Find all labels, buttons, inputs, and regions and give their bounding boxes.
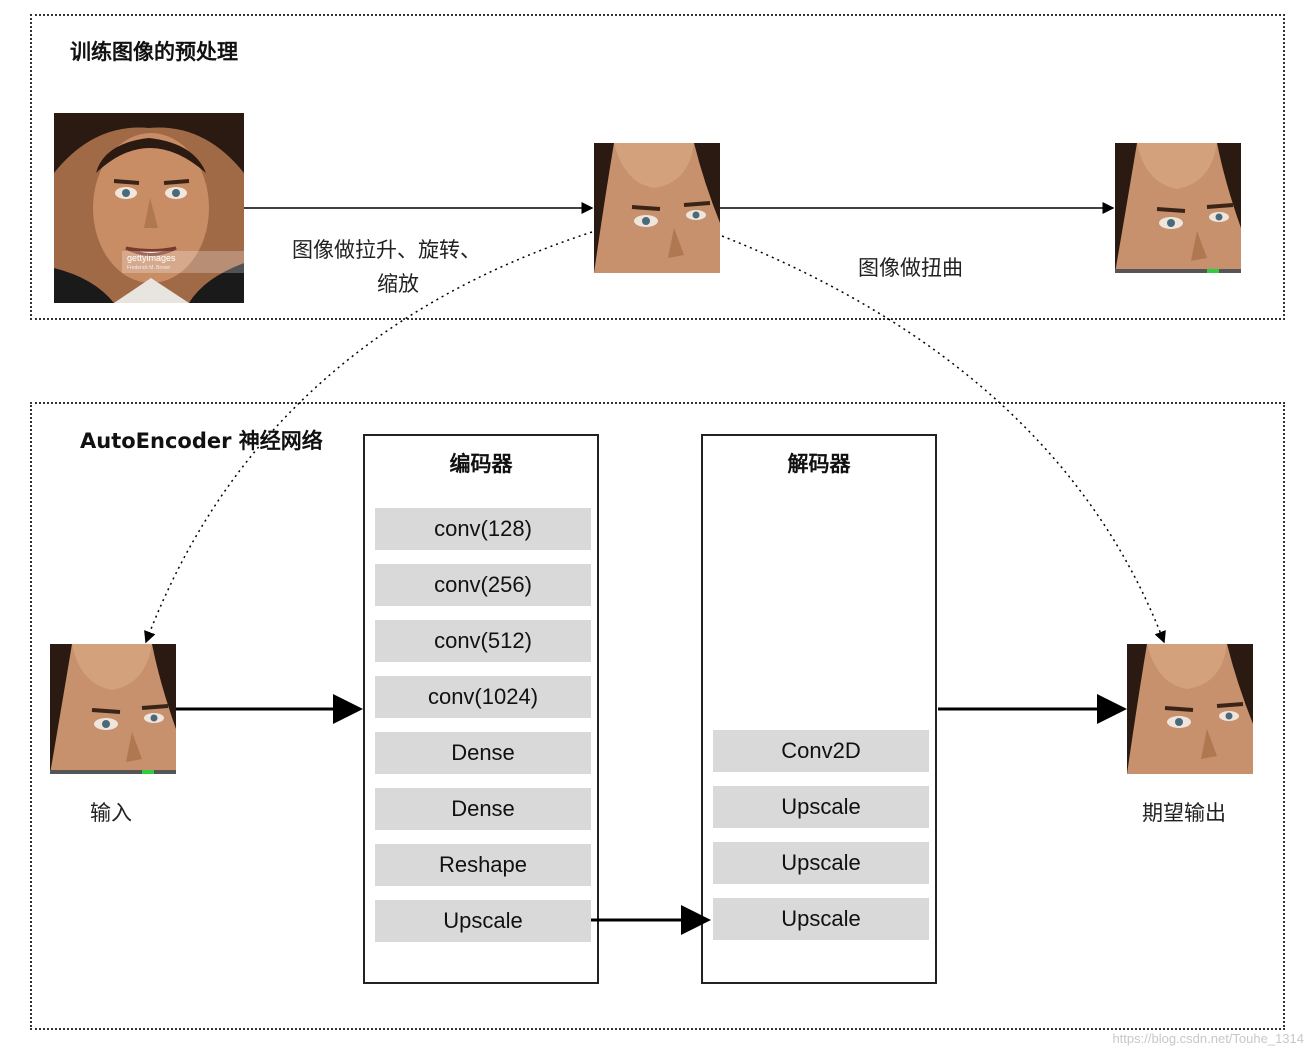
input-face-photo — [50, 644, 176, 774]
distorted-face-photo — [1115, 143, 1241, 273]
expected-output-face-photo — [1127, 644, 1253, 774]
getty-brand: gettyimages — [127, 253, 176, 263]
expected-output-label: 期望输出 — [1142, 801, 1226, 825]
step2-label: 图像做扭曲 — [858, 256, 963, 280]
encoder-layer: Upscale — [375, 900, 591, 942]
decoder-layer: Upscale — [713, 898, 929, 940]
encoder-box: 编码器 conv(128) conv(256) conv(512) conv(1… — [363, 434, 599, 984]
step1-label-line2: 缩放 — [377, 272, 419, 296]
decoder-box: 解码器 Conv2D Upscale Upscale Upscale — [701, 434, 937, 984]
encoder-layer: conv(1024) — [375, 676, 591, 718]
original-face-photo: gettyimages Frederick M. Brown — [54, 113, 244, 303]
autoencoder-title: AutoEncoder 神经网络 — [80, 429, 323, 453]
encoder-layer: Dense — [375, 732, 591, 774]
encoder-layer: Dense — [375, 788, 591, 830]
input-label: 输入 — [90, 801, 132, 825]
encoder-layer: conv(128) — [375, 508, 591, 550]
watermark: https://blog.csdn.net/Touhe_1314 — [1112, 1031, 1304, 1046]
encoder-title: 编码器 — [449, 452, 513, 476]
decoder-layer: Conv2D — [713, 730, 929, 772]
transformed-face-photo — [594, 143, 720, 273]
encoder-layer: conv(256) — [375, 564, 591, 606]
preprocess-title: 训练图像的预处理 — [70, 40, 238, 64]
preprocess-section — [30, 14, 1285, 320]
decoder-layer: Upscale — [713, 842, 929, 884]
decoder-layer: Upscale — [713, 786, 929, 828]
autoencoder-section — [30, 402, 1285, 1030]
encoder-layer: conv(512) — [375, 620, 591, 662]
getty-credit: Frederick M. Brown — [127, 265, 171, 271]
face-image — [54, 113, 244, 303]
decoder-title: 解码器 — [787, 452, 851, 476]
step1-label-line1: 图像做拉升、旋转、 — [292, 238, 481, 262]
encoder-layer: Reshape — [375, 844, 591, 886]
